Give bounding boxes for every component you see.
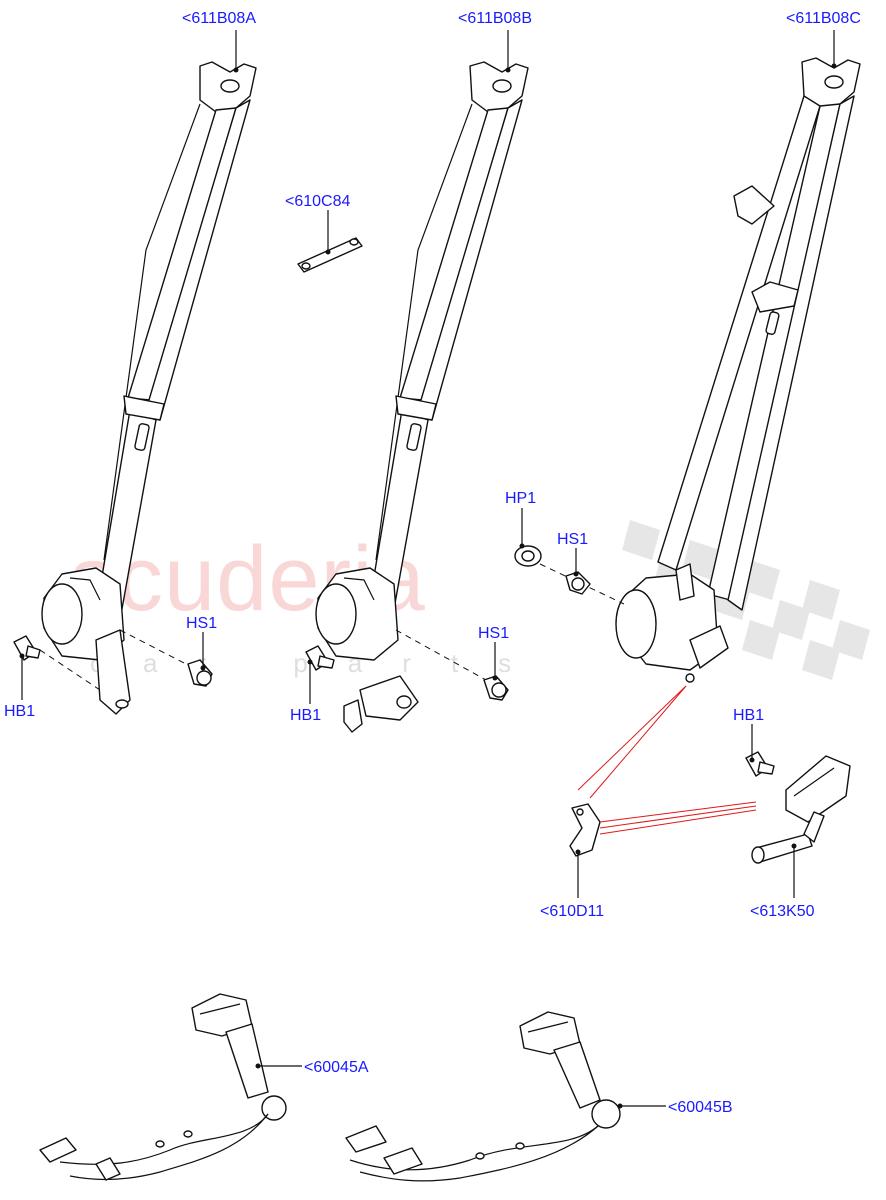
screw-hs1-a bbox=[187, 659, 213, 687]
callout-610d11[interactable]: <610D11 bbox=[540, 903, 604, 920]
callout-613k50[interactable]: <613K50 bbox=[750, 903, 815, 920]
callout-hb1-c[interactable]: HB1 bbox=[733, 707, 764, 724]
screw-hs1-b bbox=[483, 675, 509, 701]
bracket-610d11 bbox=[569, 803, 601, 857]
callout-60045a[interactable]: <60045A bbox=[304, 1059, 369, 1076]
buckle-assembly-60045a bbox=[39, 993, 287, 1181]
watermark-subtitle: car parts bbox=[90, 648, 551, 678]
callout-611b08a[interactable]: <611B08A bbox=[182, 10, 256, 27]
callout-hs1-c[interactable]: HS1 bbox=[557, 531, 588, 548]
callout-611b08c[interactable]: <611B08C bbox=[786, 10, 861, 27]
callout-hs1-a[interactable]: HS1 bbox=[186, 615, 217, 632]
leader-lines bbox=[19, 30, 837, 1109]
seat-belt-assembly-b bbox=[315, 61, 529, 733]
callout-60045b[interactable]: <60045B bbox=[668, 1099, 733, 1116]
shoulder-bolt-hb1-c bbox=[745, 751, 775, 777]
seat-belt-assembly-a bbox=[39, 61, 257, 715]
callout-hb1-b[interactable]: HB1 bbox=[290, 707, 321, 724]
height-adjuster-613k50 bbox=[751, 755, 851, 864]
callout-610c84[interactable]: <610C84 bbox=[285, 193, 350, 210]
callout-hp1[interactable]: HP1 bbox=[505, 490, 536, 507]
shoulder-bolt-hb1-a bbox=[13, 635, 41, 661]
callout-hs1-b[interactable]: HS1 bbox=[478, 625, 509, 642]
buckle-assembly-60045b bbox=[345, 1011, 621, 1182]
shoulder-bolt-hb1-b bbox=[305, 645, 335, 671]
seat-belt-assembly-c bbox=[615, 57, 861, 683]
red-link-lines bbox=[577, 685, 757, 835]
bracket-610c84 bbox=[297, 237, 363, 273]
callout-labels: <611B08A <611B08B <611B08C <610C84 HP1 H… bbox=[4, 10, 861, 1116]
screw-hs1-c bbox=[565, 571, 591, 595]
callout-611b08b[interactable]: <611B08B bbox=[458, 10, 532, 27]
callout-hb1-a[interactable]: HB1 bbox=[4, 703, 35, 720]
